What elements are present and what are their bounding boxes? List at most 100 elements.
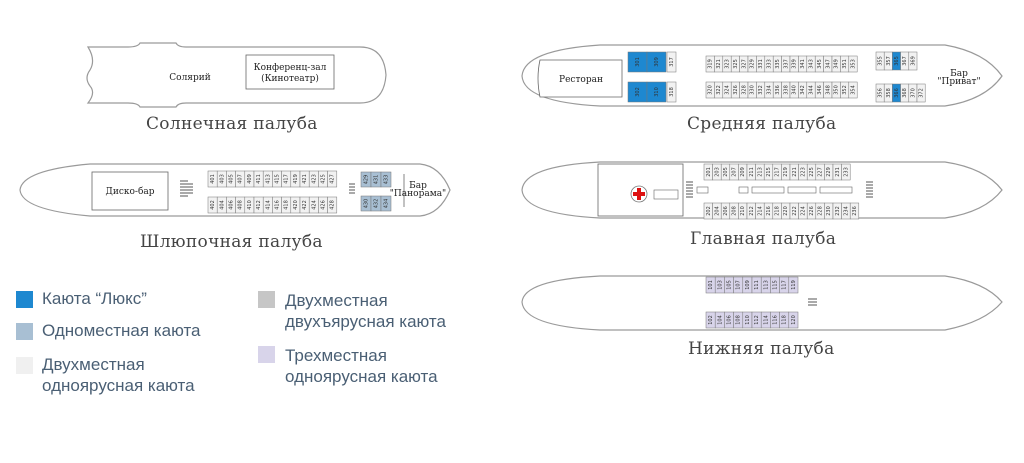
cabin-number: 227: [818, 167, 824, 177]
cabin-number: 417: [284, 174, 290, 184]
cabin-number: 109: [745, 280, 751, 290]
privat-bar-label-1: Бар: [950, 69, 968, 79]
sun-deck-hull: [86, 42, 387, 108]
cabin-236[interactable]: [849, 202, 860, 220]
cabin-number: 201: [706, 167, 712, 177]
cabin-number: 370: [910, 88, 916, 98]
cabin-number: 333: [767, 59, 773, 69]
cabin-number: 116: [773, 315, 779, 325]
cabin-number: 319: [708, 59, 714, 69]
cabin-372[interactable]: [916, 83, 926, 103]
cabin-number: 343: [809, 59, 815, 69]
cabin-number: 101: [708, 280, 714, 290]
cabin-number: 213: [757, 167, 763, 177]
restaurant-label: Ресторан: [559, 75, 603, 85]
cabin-433[interactable]: [380, 171, 392, 188]
cabin-number: 347: [825, 59, 831, 69]
cabin-number: 344: [809, 85, 815, 95]
cabin-number: 108: [736, 315, 742, 325]
cabin-369[interactable]: [908, 51, 918, 71]
restaurant-room: [537, 59, 623, 98]
cabin-number: 204: [714, 206, 720, 216]
cabin-318[interactable]: [666, 81, 677, 103]
main-deck-title: Главная палуба: [690, 229, 837, 249]
cabin-number: 342: [800, 85, 806, 95]
disco-bar-label: Диско-бар: [106, 186, 155, 197]
cabin-317[interactable]: [666, 51, 677, 73]
cabin-number: 368: [902, 88, 908, 98]
cabin-number: 348: [825, 85, 831, 95]
cabin-number: 117: [782, 280, 788, 290]
cabin-number: 224: [800, 206, 806, 216]
cabin-number: 223: [800, 167, 806, 177]
cabin-number: 432: [374, 199, 380, 209]
legend-double-single-tier-1: Двухместная: [42, 355, 145, 374]
cabin-number: 406: [229, 200, 235, 210]
cabin-number: 356: [878, 88, 884, 98]
cabin-number: 219: [783, 167, 789, 177]
cabin-number: 330: [750, 85, 756, 95]
cabin-354[interactable]: [848, 81, 858, 99]
cabin-number: 338: [783, 85, 789, 95]
cabin-number: 222: [792, 206, 798, 216]
cabin-number: 215: [766, 167, 772, 177]
cabin-number: 332: [758, 85, 764, 95]
cabin-number: 214: [757, 206, 763, 216]
legend-swatch-lux: [16, 291, 33, 308]
cabin-428[interactable]: [327, 196, 338, 214]
lower-deck-title: Нижняя палуба: [688, 339, 835, 359]
sun-deck: Солярий Конференц-зал (Кинотеатр): [86, 42, 387, 108]
cabin-427[interactable]: [327, 170, 338, 188]
cabin-number: 345: [817, 59, 823, 69]
cabin-number: 430: [364, 199, 370, 209]
cabin-number: 230: [826, 206, 832, 216]
cabin-310[interactable]: [646, 81, 667, 103]
panorama-bar-label-2: "Панорама": [390, 189, 446, 199]
cabin-number: 317: [669, 57, 675, 67]
cabin-number: 425: [321, 174, 327, 184]
lower-stairs: [808, 298, 817, 306]
cabin-119[interactable]: [788, 276, 799, 294]
cabin-353[interactable]: [848, 55, 858, 73]
main-stairs: [686, 181, 873, 198]
cabin-number: 103: [717, 280, 723, 290]
cabin-number: 115: [773, 280, 779, 290]
conference-label-2: (Кинотеатр): [261, 73, 319, 84]
cabin-number: 353: [851, 59, 857, 69]
cabin-number: 206: [723, 206, 729, 216]
cabin-number: 203: [714, 167, 720, 177]
legend-swatch-double-bunk: [258, 291, 275, 308]
legend-triple-2: одноярусная каюта: [285, 367, 438, 386]
cabin-number: 302: [635, 87, 641, 97]
legend-double-bunk-1: Двухместная: [285, 291, 388, 310]
cabin-309[interactable]: [646, 51, 667, 73]
boat-stairs: [180, 180, 193, 197]
cabin-number: 232: [835, 206, 841, 216]
cabin-number: 426: [321, 200, 327, 210]
legend-triple-1: Трехместная: [285, 346, 387, 365]
legend-swatch-single: [16, 323, 33, 340]
cabin-number: 111: [754, 280, 760, 290]
cabin-number: 226: [809, 206, 815, 216]
cabin-number: 119: [791, 280, 797, 290]
cabin-number: 325: [733, 59, 739, 69]
cabin-434[interactable]: [380, 195, 392, 212]
cabin-120[interactable]: [788, 311, 799, 329]
cabin-number: 211: [749, 167, 755, 177]
cabin-233[interactable]: [841, 163, 851, 181]
cabin-number: 407: [238, 174, 244, 184]
middle-deck-title: Средняя палуба: [687, 114, 837, 134]
cabin-number: 107: [736, 280, 742, 290]
cabin-number: 309: [654, 57, 660, 67]
cabin-number: 114: [763, 315, 769, 325]
